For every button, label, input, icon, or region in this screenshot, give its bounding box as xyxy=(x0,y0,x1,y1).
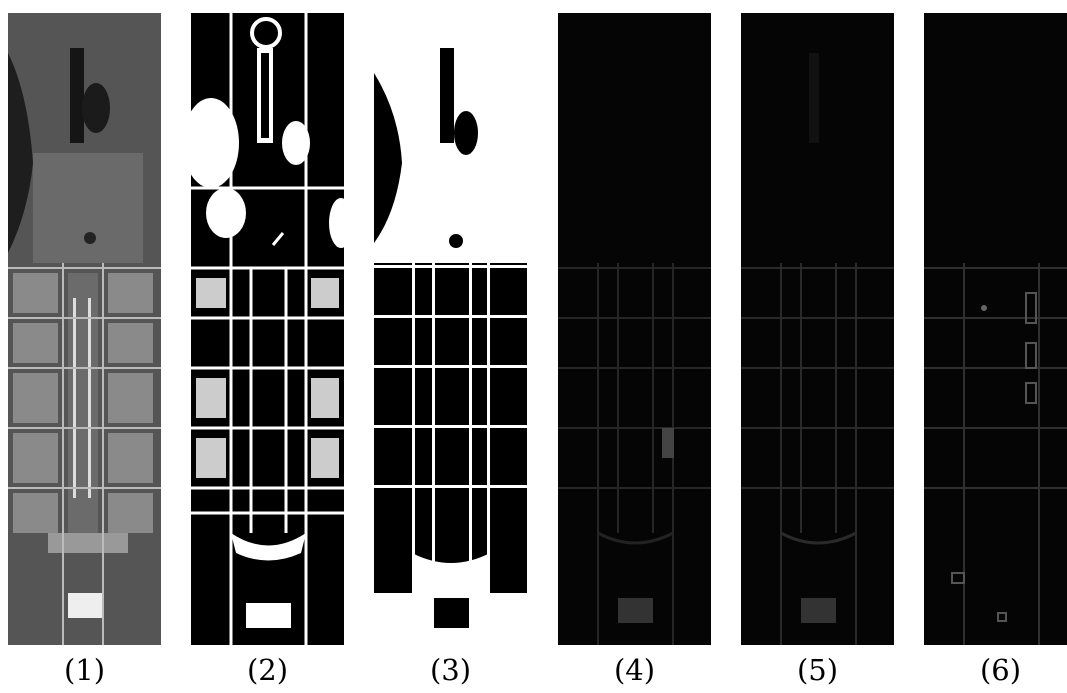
panel-4-caption: (4) xyxy=(613,653,656,687)
image-panel-6 xyxy=(924,13,1067,645)
panel-1-caption: (1) xyxy=(63,653,106,687)
image-panel-3 xyxy=(374,13,527,645)
panel-6-caption: (6) xyxy=(979,653,1022,687)
image-panel-2 xyxy=(191,13,344,645)
image-panel-1 xyxy=(8,13,161,645)
feature-map-dark-1 xyxy=(558,13,711,645)
panel-2-caption: (2) xyxy=(246,653,289,687)
panel-3-caption: (3) xyxy=(429,653,472,687)
aerial-image-grayscale xyxy=(8,13,161,645)
binary-map-bright xyxy=(191,13,344,645)
binary-map-inverse xyxy=(374,13,527,645)
panel-5-caption: (5) xyxy=(796,653,839,687)
image-panel-5 xyxy=(741,13,894,645)
image-panel-4 xyxy=(558,13,711,645)
feature-map-edges xyxy=(924,13,1067,645)
feature-map-dark-2 xyxy=(741,13,894,645)
